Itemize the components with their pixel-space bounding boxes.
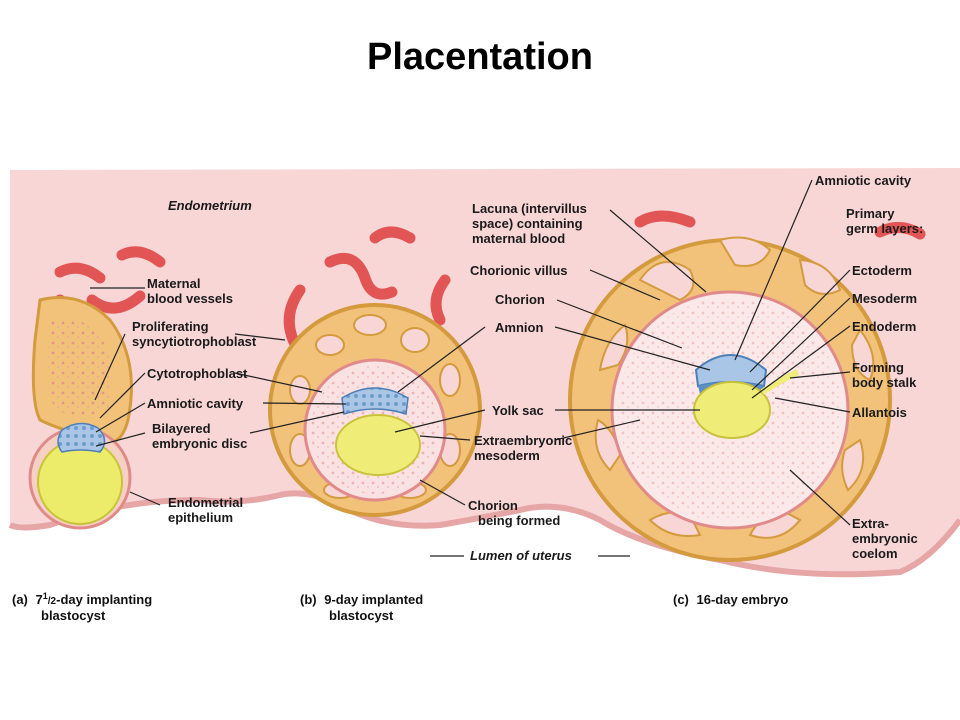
label-chorion-being-formed-1: Chorion xyxy=(468,498,518,513)
label-lacuna-3: maternal blood xyxy=(472,231,565,246)
label-endometrial-epithelium-1: Endometrial xyxy=(168,495,243,510)
leader-lines xyxy=(90,179,851,557)
label-chorion-being-formed-2: being formed xyxy=(478,513,560,528)
caption-b-line2: blastocyst xyxy=(329,608,394,623)
label-forming-body-stalk-1: Forming xyxy=(852,360,904,375)
label-chorionic-villus: Chorionic villus xyxy=(470,263,568,278)
label-forming-body-stalk-2: body stalk xyxy=(852,375,917,390)
label-bilayered-embryonic-disc-2: embryonic disc xyxy=(152,436,247,451)
slide-title: Placentation xyxy=(367,36,593,78)
caption-b-line1: (b) 9-day implanted xyxy=(300,592,423,607)
label-endoderm: Endoderm xyxy=(852,319,916,334)
label-lacuna-1: Lacuna (intervillus xyxy=(472,201,587,216)
label-allantois: Allantois xyxy=(852,405,907,420)
label-extraembryonic-coelom-1: Extra- xyxy=(852,516,889,531)
label-extraembryonic-mesoderm-2: mesoderm xyxy=(474,448,540,463)
caption-a-line1: (a) 71/2-day implanting xyxy=(12,591,152,607)
label-maternal-blood-vessels-2: blood vessels xyxy=(147,291,233,306)
caption-a-line2: blastocyst xyxy=(41,608,106,623)
label-primary-germ-layers-1: Primary xyxy=(846,206,895,221)
label-cytotrophoblast: Cytotrophoblast xyxy=(147,366,248,381)
label-endometrial-epithelium-2: epithelium xyxy=(168,510,233,525)
label-amnion: Amnion xyxy=(495,320,543,335)
label-primary-germ-layers-2: germ layers: xyxy=(846,221,923,236)
label-lumen-of-uterus: Lumen of uterus xyxy=(470,548,572,563)
label-bilayered-embryonic-disc-1: Bilayered xyxy=(152,421,211,436)
label-chorion: Chorion xyxy=(495,292,545,307)
label-extraembryonic-mesoderm-1: Extraembryonic xyxy=(474,433,572,448)
label-proliferating-syncytiotrophoblast-1: Proliferating xyxy=(132,319,209,334)
label-amniotic-cavity-a: Amniotic cavity xyxy=(147,396,244,411)
caption-c-line1: (c) 16-day embryo xyxy=(673,592,788,607)
label-ectoderm: Ectoderm xyxy=(852,263,912,278)
label-lacuna-2: space) containing xyxy=(472,216,583,231)
label-extraembryonic-coelom-2: embryonic xyxy=(852,531,918,546)
blastocyst-a xyxy=(28,296,133,530)
embryo-c xyxy=(568,236,892,562)
endometrial-epithelium-line xyxy=(8,490,960,578)
label-extraembryonic-coelom-3: coelom xyxy=(852,546,898,561)
label-mesoderm: Mesoderm xyxy=(852,291,917,306)
label-endometrium: Endometrium xyxy=(168,198,252,213)
label-yolk-sac: Yolk sac xyxy=(492,403,544,418)
label-proliferating-syncytiotrophoblast-2: syncytiotrophoblast xyxy=(132,334,257,349)
blastocyst-b xyxy=(268,303,482,517)
label-amniotic-cavity-c: Amniotic cavity xyxy=(815,173,912,188)
label-maternal-blood-vessels-1: Maternal xyxy=(147,276,200,291)
